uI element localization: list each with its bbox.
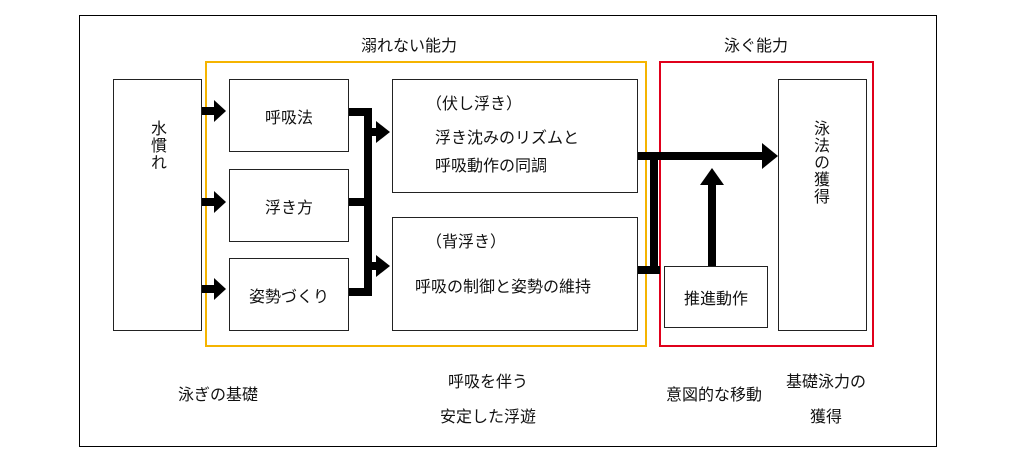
back-float-box: （背浮き） 呼吸の制御と姿勢の維持 — [392, 217, 638, 331]
face-down-float-heading: （伏し浮き） — [426, 94, 523, 113]
not-drowning-title: 溺れない能力 — [361, 36, 458, 55]
floating-method-label: 浮き方 — [264, 197, 313, 217]
posture-making-box: 姿勢づくり — [229, 258, 349, 331]
swimming-region — [659, 61, 874, 347]
posture-making-label: 姿勢づくり — [248, 286, 329, 306]
water-familiarity-label: 水慣れ — [148, 120, 167, 171]
face-down-float-line1: 浮き沈みのリズムと — [435, 128, 580, 147]
caption-basic-ability-line2: 獲得 — [810, 407, 843, 426]
caption-stable-float-line2: 安定した浮遊 — [440, 407, 537, 426]
back-float-heading: （背浮き） — [426, 232, 507, 251]
face-down-float-box: （伏し浮き） 浮き沈みのリズムと 呼吸動作の同調 — [392, 79, 638, 193]
caption-basic-ability-line1: 基礎泳力の — [786, 372, 867, 391]
breathing-method-box: 呼吸法 — [229, 79, 349, 152]
propulsion-box: 推進動作 — [664, 266, 768, 328]
face-down-float-line2: 呼吸動作の同調 — [435, 156, 548, 175]
caption-stable-float-line1: 呼吸を伴う — [448, 372, 529, 391]
propulsion-label: 推進動作 — [683, 289, 748, 308]
swimming-title: 泳ぐ能力 — [724, 36, 789, 55]
back-float-line1: 呼吸の制御と姿勢の維持 — [415, 277, 592, 296]
floating-method-box: 浮き方 — [229, 169, 349, 242]
caption-intentional-move: 意図的な移動 — [666, 385, 763, 404]
caption-basics: 泳ぎの基礎 — [178, 385, 259, 404]
breathing-method-label: 呼吸法 — [264, 107, 313, 127]
stroke-acquisition-label: 泳法の獲得 — [811, 120, 830, 205]
water-familiarity-box: 水慣れ — [113, 79, 202, 331]
diagram-frame — [79, 15, 937, 447]
stroke-acquisition-box: 泳法の獲得 — [778, 79, 867, 331]
